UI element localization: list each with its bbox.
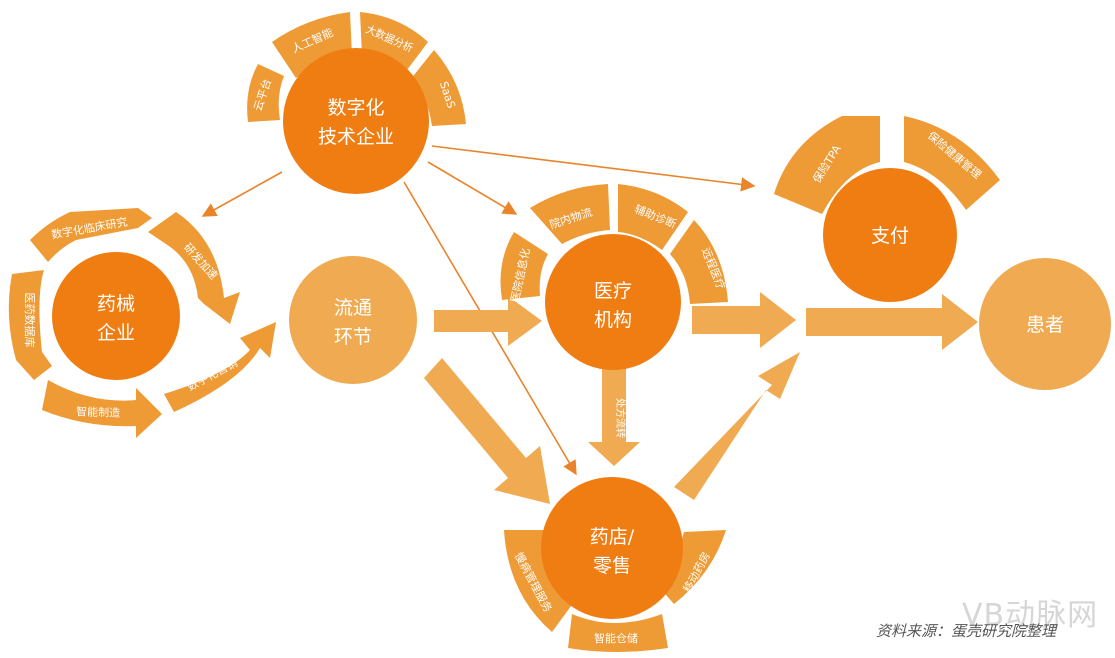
seg-label-manufacturing: 智能制造 [76, 404, 120, 420]
node-pharmacy-circle [541, 477, 683, 619]
label-pharma-1: 药械 [97, 293, 135, 315]
label-digital-2: 技术企业 [318, 126, 394, 148]
node-digital-circle [283, 48, 429, 194]
arrow-digital-to-payment [431, 145, 756, 192]
node-labels: 数字化 技术企业 药械 企业 流通 环节 医疗 机构 支付 患者 药店/ 零售 [97, 97, 1064, 577]
node-pharma-circle [52, 252, 180, 380]
label-payment: 支付 [871, 225, 909, 247]
seg-label-storage: 智能仓储 [594, 631, 638, 645]
payment-seg-health [904, 116, 1000, 210]
node-payment-circle [823, 168, 957, 302]
medical-segments-ring [500, 184, 728, 304]
label-circulation-1: 流通 [334, 297, 372, 319]
node-medical-circle [545, 234, 681, 370]
arrow-digital-to-medical [427, 161, 518, 215]
pharmacy-seg-storage [568, 614, 668, 652]
nodes [52, 48, 1111, 619]
source-note: 资料来源：蛋壳研究院整理 [876, 622, 1057, 640]
arrow-digital-to-pharma [201, 171, 283, 217]
medical-seg-telemedicine [670, 220, 728, 304]
pharmacy-seg-chronic [504, 530, 574, 632]
payment-seg-tpa [774, 116, 880, 214]
watermark: VB动脉网 [962, 598, 1099, 633]
arrow-circulation-to-medical [434, 296, 542, 346]
pharmacy-segments-ring [504, 530, 726, 652]
node-circulation-circle [289, 256, 417, 384]
medical-seg-logistics [530, 184, 610, 244]
cycle-seg-clinical [30, 208, 152, 262]
prescription-label: 处方流转 [614, 398, 627, 438]
arrow-prescription [588, 368, 640, 466]
seg-label-database: 医药数据库 [23, 293, 37, 348]
label-pharmacy-2: 零售 [593, 555, 631, 577]
arrow-medical-to-hub [692, 292, 796, 348]
medical-seg-hit [500, 232, 548, 300]
cycle-seg-rnd [148, 212, 240, 324]
label-digital-1: 数字化 [327, 97, 384, 119]
cycle-seg-marketing [164, 322, 276, 412]
arrow-pharmacy-to-hub [674, 352, 800, 500]
flow-arrows [424, 292, 978, 504]
arrow-hub-to-patient [806, 294, 978, 350]
medical-seg-diagnosis [618, 184, 688, 250]
arrow-circulation-to-pharmacy [424, 358, 550, 504]
payment-segments-ring [774, 116, 1000, 214]
label-pharma-2: 企业 [97, 322, 135, 344]
label-pharmacy-1: 药店/ [590, 526, 635, 548]
digital-seg-ai [272, 12, 352, 78]
cycle-seg-database [8, 270, 52, 380]
node-patient-circle [979, 258, 1111, 390]
digital-seg-cloud [247, 64, 284, 122]
label-patient: 患者 [1026, 314, 1064, 336]
label-circulation-2: 环节 [334, 326, 372, 348]
cycle-seg-manufacturing [42, 380, 162, 438]
digital-seg-saas [410, 50, 466, 126]
pharma-cycle [8, 208, 276, 438]
label-medical-2: 机构 [594, 309, 632, 331]
label-medical-1: 医疗 [594, 280, 632, 302]
pharmacy-seg-mobile [658, 530, 726, 604]
